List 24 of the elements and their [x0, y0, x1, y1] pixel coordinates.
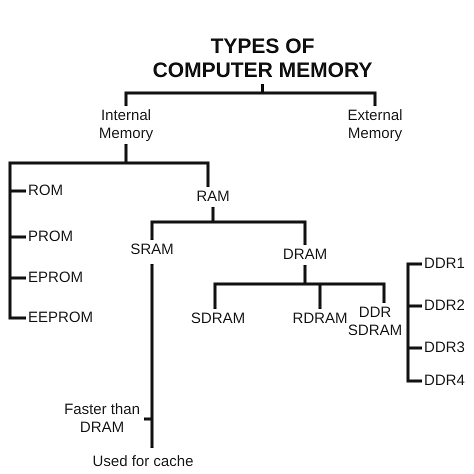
title-text: TYPES OF COMPUTER MEMORY: [152, 34, 374, 84]
node-label: SDRAM: [190, 310, 246, 328]
connector-line: [406, 304, 422, 328]
node-label: Internal Memory: [98, 107, 154, 143]
node-label: SRAM: [130, 241, 174, 259]
node-label: DDR4: [424, 372, 465, 390]
node-label: RAM: [196, 188, 230, 206]
node-label: ROM: [28, 182, 63, 200]
node-label: DRAM: [282, 246, 328, 264]
node-label: External Memory: [346, 107, 404, 143]
node-label: EEPROM: [28, 309, 94, 327]
node-label: DDR1: [424, 255, 465, 273]
connector-line: [150, 264, 154, 448]
node-label: DDR SDRAM: [346, 304, 404, 340]
node-label: RDRAM: [292, 310, 348, 328]
connector-line: [261, 84, 376, 106]
node-label: PROM: [28, 228, 73, 246]
node-label: DDR2: [424, 297, 465, 315]
connector-line: [212, 207, 306, 245]
node-label: DDR3: [424, 339, 465, 357]
node-label: EPROM: [28, 269, 84, 287]
node-label: Used for cache: [92, 453, 194, 471]
connector-line: [124, 144, 210, 187]
node-label: Faster than DRAM: [63, 401, 141, 437]
